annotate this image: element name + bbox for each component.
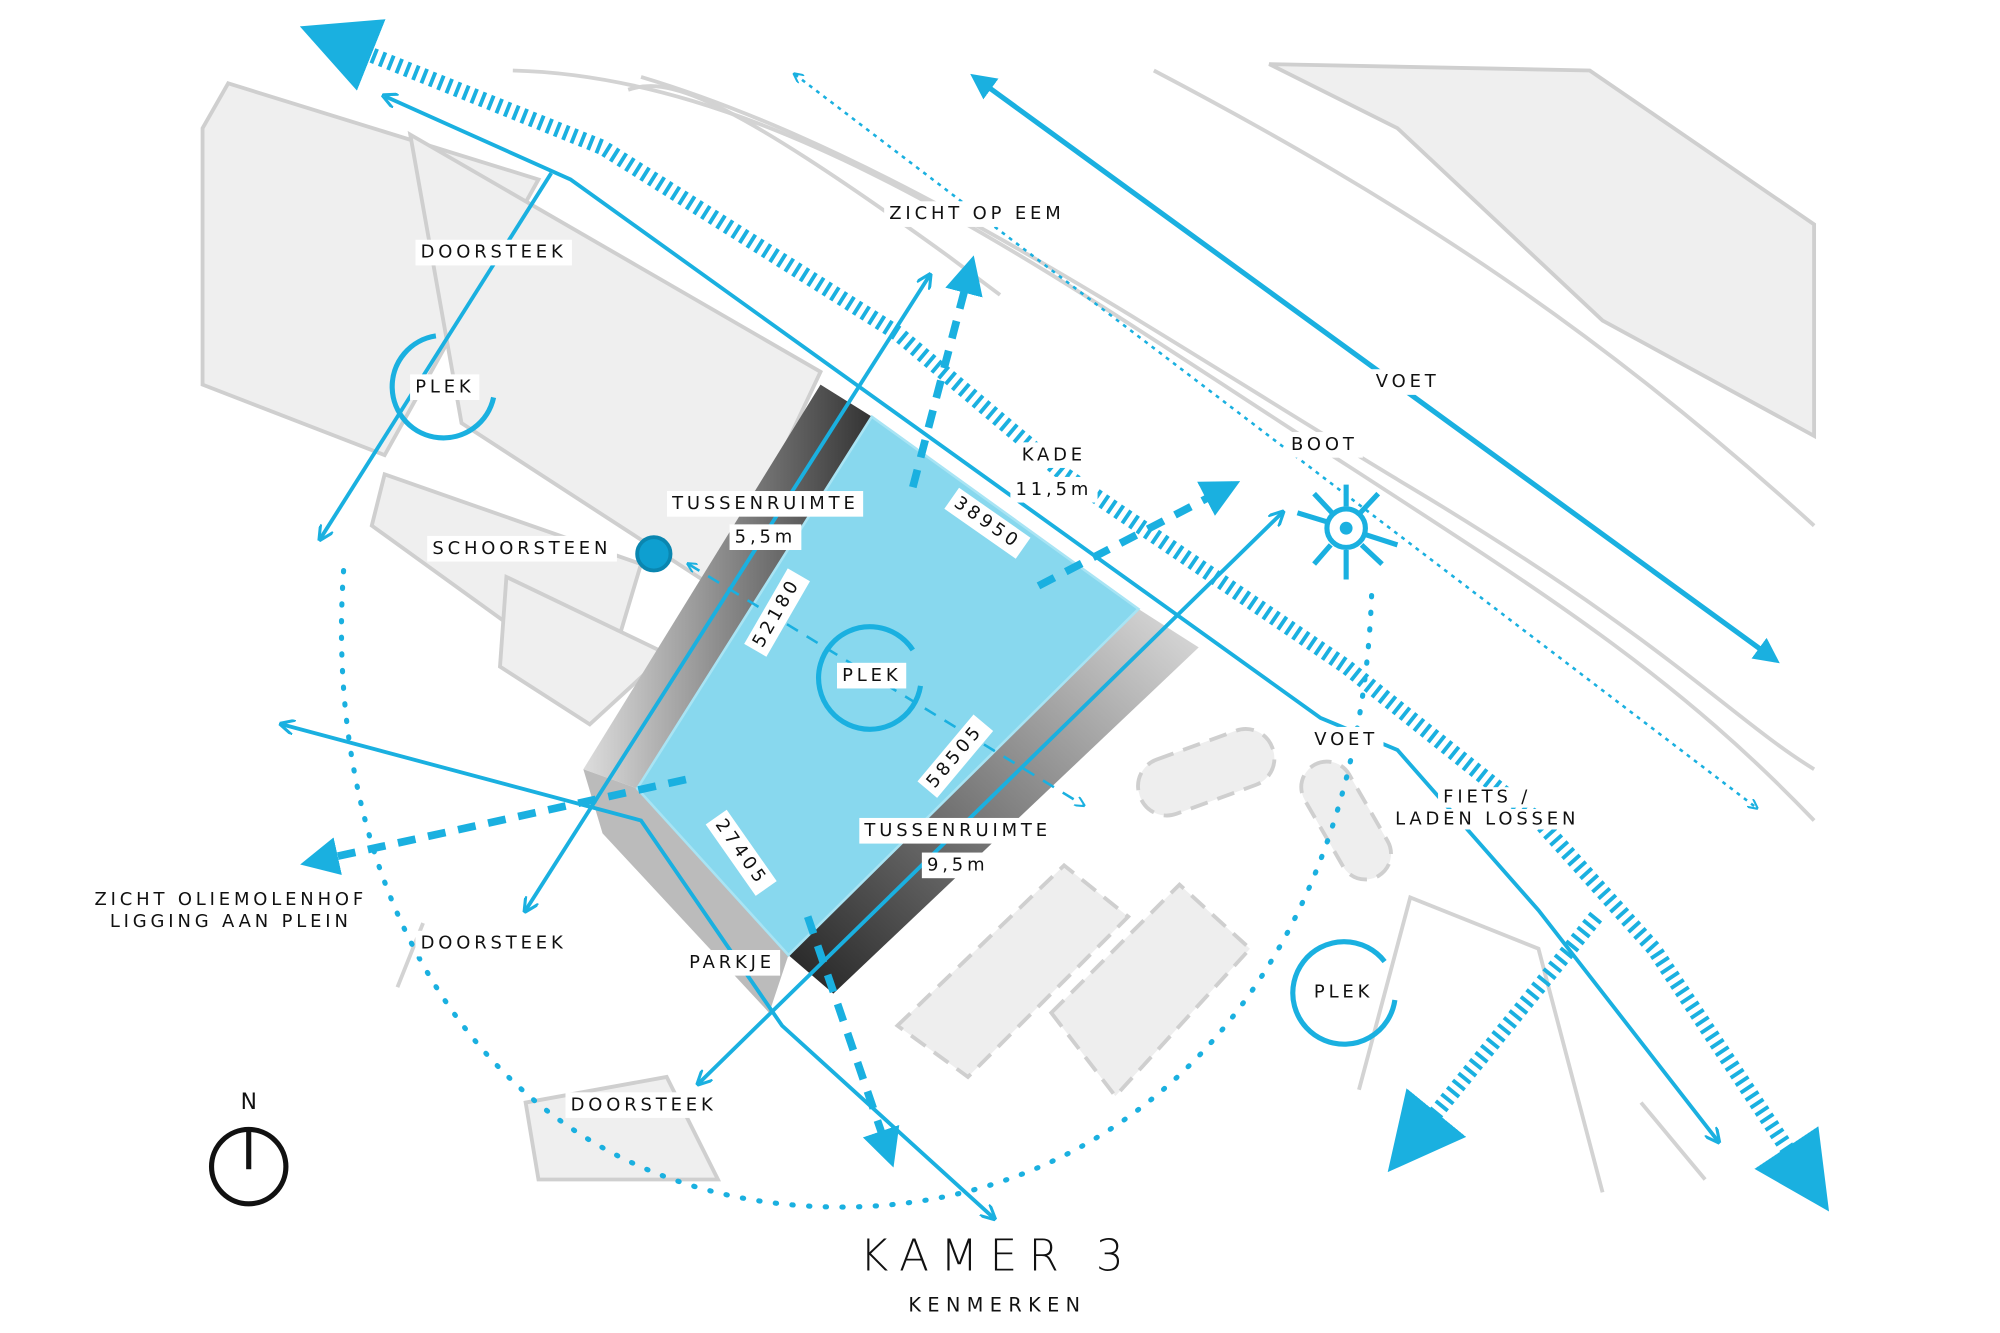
label-zicht-oliemolenhof: ZICHT OLIEMOLENHOF <box>94 889 368 911</box>
label-boot: BOOT <box>1285 432 1363 458</box>
plek-circle-right <box>1290 939 1398 1047</box>
label-zicht-op-eem: ZICHT OP EEM <box>884 201 1070 227</box>
label-doorsteek-top: DOORSTEEK <box>415 239 572 266</box>
label-parkje: PARKJE <box>683 949 781 976</box>
plek-circle-left <box>389 333 497 441</box>
label-tussenruimte-bottom-width: 9,5m <box>921 852 994 879</box>
north-label: N <box>240 1089 257 1116</box>
view-oliemolenhof <box>300 775 687 875</box>
route-fiets-striped <box>1387 911 1603 1173</box>
label-tussenruimte-top: TUSSENRUIMTE <box>666 491 864 517</box>
schoorsteen-marker <box>635 535 673 573</box>
label-voet-top: VOET <box>1370 369 1445 395</box>
route-doorsteek-top <box>321 172 553 538</box>
view-eem <box>909 255 983 489</box>
label-schoorsteen: SCHOORSTEEN <box>427 535 617 562</box>
label-ligging-aan-plein: LIGGING AAN PLEIN <box>109 911 352 933</box>
boot-icon <box>1296 484 1399 580</box>
diagram-subtitle: KENMERKEN <box>908 1293 1087 1317</box>
north-arrow-icon <box>208 1126 289 1207</box>
label-tussenruimte-top-width: 5,5m <box>729 524 802 550</box>
routes <box>282 19 1830 1218</box>
label-doorsteek-bottom: DOORSTEEK <box>565 1092 722 1118</box>
label-voet-mid: VOET <box>1309 726 1384 753</box>
plek-circle-center <box>816 624 924 732</box>
diagram-title: KAMER 3 <box>859 1230 1136 1283</box>
route-south <box>282 724 994 1218</box>
label-plek-center: PLEK <box>836 662 907 689</box>
label-plek-right: PLEK <box>1308 979 1379 1006</box>
label-doorsteek-mid: DOORSTEEK <box>415 930 572 957</box>
label-plek-left: PLEK <box>410 374 480 400</box>
label-fiets: FIETS / <box>1438 787 1537 808</box>
route-voet <box>970 73 1780 664</box>
label-kade-width: 11,5m <box>1010 476 1098 503</box>
label-kade: KADE <box>1016 442 1092 468</box>
label-laden-lossen: LADEN LOSSEN <box>1389 808 1585 830</box>
label-tussenruimte-bottom: TUSSENRUIMTE <box>859 817 1057 844</box>
dotted-arc <box>338 567 1375 1210</box>
view-south <box>804 915 900 1168</box>
